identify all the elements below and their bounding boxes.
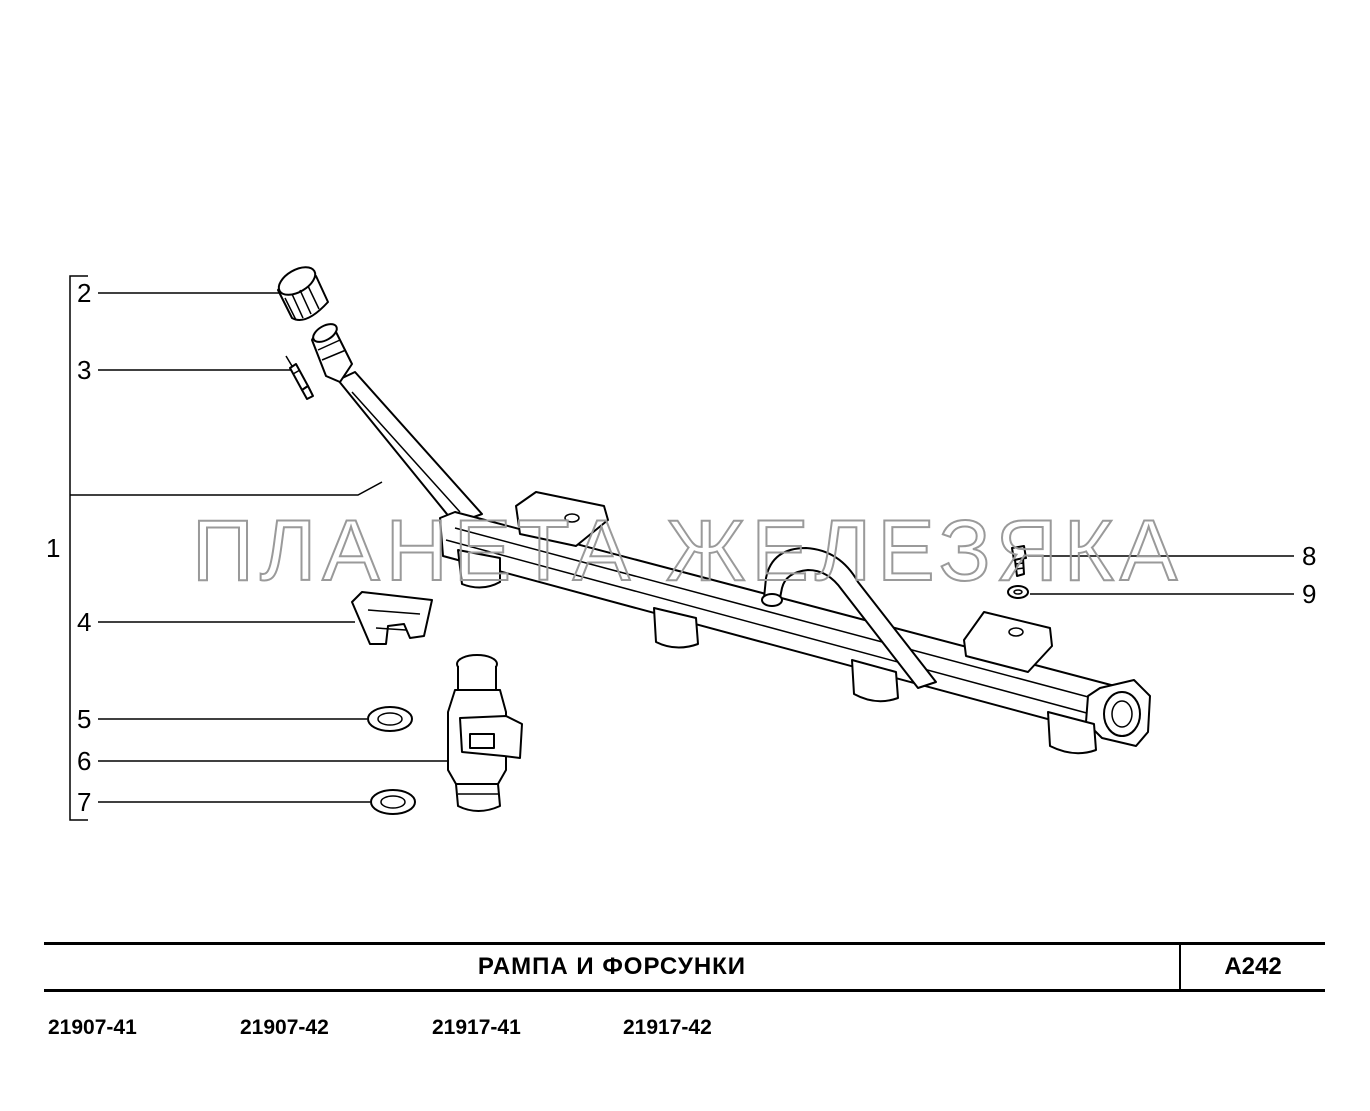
- o-ring-lower-part: [370, 789, 416, 815]
- o-ring-upper-part: [367, 706, 413, 732]
- valve-core-part: [285, 355, 314, 400]
- group-bracket: [69, 275, 88, 821]
- diagram-title: РАМПА И ФОРСУНКИ: [477, 953, 747, 980]
- callout-6: 6: [77, 746, 91, 776]
- callout-7: 7: [77, 787, 91, 817]
- model-code-1: 21907-41: [48, 1016, 137, 1039]
- callout-2: 2: [77, 278, 91, 308]
- callout-1: 1: [46, 533, 60, 563]
- model-code-3: 21917-41: [432, 1016, 521, 1039]
- title-divider: [1179, 945, 1181, 989]
- cap-part: [277, 266, 329, 321]
- callout-8: 8: [1302, 541, 1316, 571]
- diagram-code: А242: [1224, 953, 1282, 980]
- title-block: РАМПА И ФОРСУНКИ А242: [44, 942, 1325, 992]
- model-code-2: 21907-42: [240, 1016, 329, 1039]
- callout-5: 5: [77, 704, 91, 734]
- model-code-4: 21917-42: [623, 1016, 712, 1039]
- callout-3: 3: [77, 355, 91, 385]
- callout-9: 9: [1302, 579, 1316, 609]
- clip-part: [351, 591, 433, 645]
- fuel-rail-part: [311, 323, 1151, 755]
- watermark: ПЛАНЕТА ЖЕЛЕЗЯКА: [192, 503, 1183, 599]
- callout-4: 4: [77, 607, 91, 637]
- screw-part: [1011, 545, 1027, 577]
- injector-part: [447, 654, 523, 812]
- washer-part: [1007, 585, 1029, 599]
- leader-1: [70, 481, 383, 496]
